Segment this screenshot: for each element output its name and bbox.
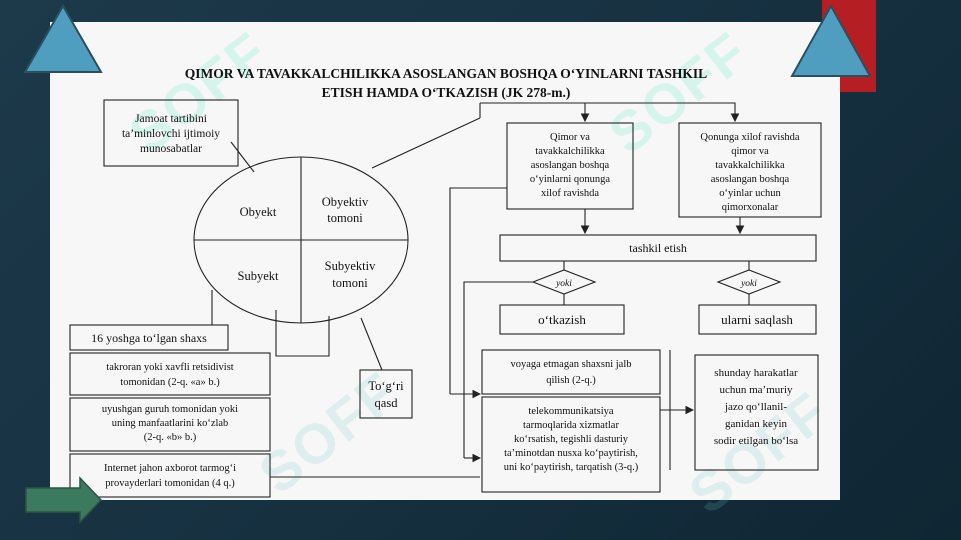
label-obyektiv-1: Obyektiv bbox=[322, 195, 369, 209]
box-minor bbox=[481, 349, 661, 395]
object-text-1: Jamoat tartibini bbox=[135, 113, 207, 125]
text-halls-3: tavakkalchilikka bbox=[715, 160, 785, 171]
label-subyektiv-1: Subyektiv bbox=[325, 259, 376, 273]
text-intent-1: To‘g‘ri bbox=[368, 379, 404, 393]
text-minor-2: qilish (2-q.) bbox=[546, 375, 596, 386]
diamond-right bbox=[716, 269, 782, 295]
object-box bbox=[103, 99, 239, 167]
text-telecom-2: tarmoqlarida xizmatlar bbox=[523, 420, 619, 431]
object-text-2: ta’minlovchi ijtimoiy bbox=[122, 128, 220, 140]
text-telecom-3: ko‘rsatish, tegishli dasturiy bbox=[514, 434, 629, 445]
text-telecom-1: telekommunikatsiya bbox=[528, 406, 613, 417]
box-age bbox=[69, 324, 229, 351]
text-internet-1: Internet jahon axborot tarmog‘i bbox=[104, 463, 236, 474]
text-halls-2: qimor va bbox=[731, 146, 769, 157]
text-keep: ularni saqlash bbox=[721, 312, 793, 327]
next-arrow-icon[interactable] bbox=[25, 476, 103, 524]
text-recidivist-1: takroran yoki xavfli retsidivist bbox=[106, 362, 234, 373]
text-telecom-5: uni ko‘paytirish, tarqatish (3-q.) bbox=[504, 462, 639, 473]
text-admin-1: shunday harakatlar bbox=[714, 367, 798, 379]
diagram-title-line1: QIMOR VA TAVAKKALCHILIKKA ASOSLANGAN BOS… bbox=[185, 66, 707, 81]
text-halls-5: o‘yinlar uchun bbox=[719, 188, 781, 199]
label-obyektiv-2: tomoni bbox=[327, 211, 363, 225]
text-admin-3: jazo qo‘llanil- bbox=[724, 401, 787, 413]
box-organize bbox=[499, 234, 817, 262]
text-intent-2: qasd bbox=[375, 396, 399, 410]
box-recidivist bbox=[69, 352, 271, 396]
text-group-2: uning manfaatlarini ko‘zlab bbox=[112, 418, 229, 429]
text-yoki-left: yoki bbox=[555, 279, 572, 289]
text-recidivist-2: tomonidan (2-q. «a» b.) bbox=[120, 377, 220, 388]
label-subyektiv-2: tomoni bbox=[332, 276, 368, 290]
triangle-left-icon[interactable] bbox=[23, 3, 103, 73]
box-illegal-games bbox=[506, 122, 634, 210]
label-subyekt: Subyekt bbox=[238, 269, 280, 283]
text-halls-1: Qonunga xilof ravishda bbox=[700, 132, 799, 143]
text-admin-4: ganidan keyin bbox=[725, 418, 788, 430]
box-keep bbox=[698, 304, 817, 335]
diagram-title-line2: ETISH HAMDA O‘TKAZISH (JK 278-m.) bbox=[322, 85, 571, 100]
text-age: 16 yoshga to‘lgan shaxs bbox=[91, 331, 207, 345]
box-telecom bbox=[481, 396, 661, 493]
label-obyekt: Obyekt bbox=[240, 205, 277, 219]
text-group-3: (2-q. «b» b.) bbox=[144, 432, 197, 443]
text-games-4: o‘yinlarni qonunga bbox=[530, 174, 611, 185]
box-conduct bbox=[499, 304, 625, 335]
text-admin-5: sodir etilgan bo‘lsa bbox=[714, 435, 798, 447]
text-yoki-right: yoki bbox=[740, 279, 757, 289]
text-halls-6: qimorxonalar bbox=[722, 202, 779, 213]
box-group bbox=[69, 397, 271, 452]
box-internet bbox=[69, 453, 271, 498]
text-games-1: Qimor va bbox=[550, 132, 590, 143]
text-organize: tashkil etish bbox=[629, 241, 687, 255]
object-text-3: munosabatlar bbox=[140, 143, 202, 155]
text-games-5: xilof ravishda bbox=[541, 188, 599, 199]
text-halls-4: asoslangan boshqa bbox=[711, 174, 790, 185]
text-conduct: o‘tkazish bbox=[538, 312, 586, 327]
text-admin-2: uchun ma’muriy bbox=[719, 384, 793, 396]
box-admin bbox=[694, 354, 819, 471]
text-group-1: uyushgan guruh tomonidan yoki bbox=[102, 404, 238, 415]
triangle-right-icon[interactable] bbox=[790, 3, 872, 77]
diamond-left bbox=[531, 269, 597, 295]
box-illegal-halls bbox=[678, 122, 822, 218]
text-games-3: asoslangan boshqa bbox=[531, 160, 610, 171]
text-internet-2: provayderlari tomonidan (4 q.) bbox=[105, 478, 235, 489]
intent-box bbox=[359, 369, 413, 419]
text-telecom-4: ta’minotdan nusxa ko‘paytirish, bbox=[504, 448, 638, 459]
text-games-2: tavakkalchilikka bbox=[535, 146, 605, 157]
text-minor-1: voyaga etmagan shaxsni jalb bbox=[510, 359, 631, 370]
